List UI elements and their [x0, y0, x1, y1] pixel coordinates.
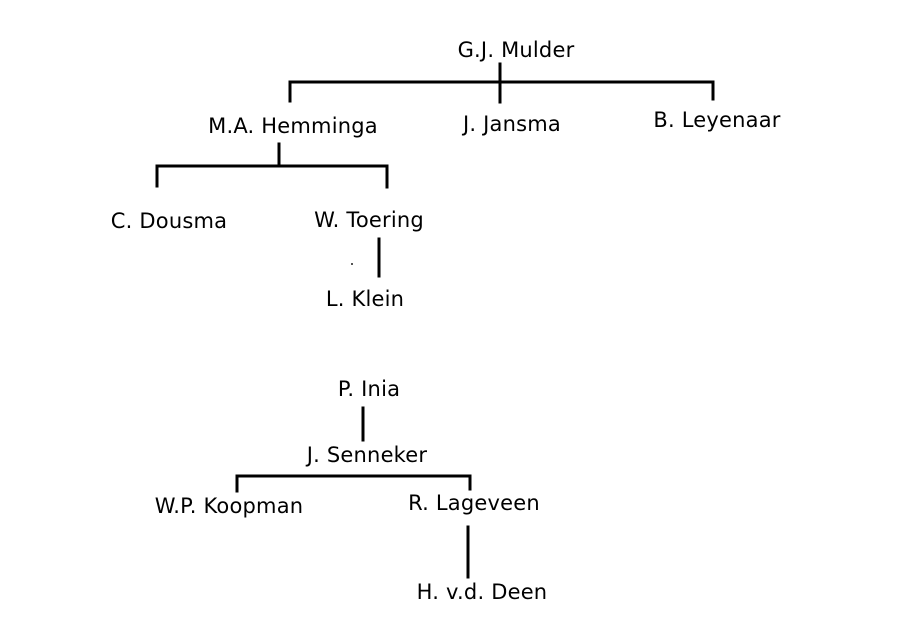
node-leyenaar: B. Leyenaar [653, 108, 781, 132]
node-toering: W. Toering [314, 208, 424, 232]
node-dousma: C. Dousma [110, 209, 228, 233]
node-hemminga: M.A. Hemminga [208, 114, 378, 138]
node-koopman: W.P. Koopman [154, 494, 304, 518]
node-inia: P. Inia [337, 377, 401, 401]
node-deen: H. v.d. Deen [416, 580, 548, 604]
node-klein: L. Klein [325, 287, 405, 311]
node-jansma: J. Jansma [463, 112, 561, 136]
node-lageveen: R. Lageveen [408, 491, 540, 515]
stray-dot [351, 263, 353, 265]
node-senneker: J. Senneker [306, 443, 428, 467]
node-mulder: G.J. Mulder [457, 38, 575, 62]
